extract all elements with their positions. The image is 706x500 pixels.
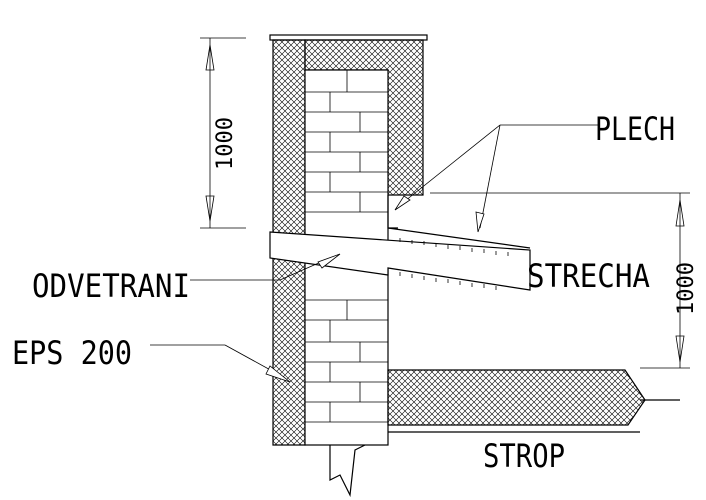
dimension-right-value: 1000	[674, 262, 699, 315]
leader-odvetrani	[190, 253, 341, 281]
label-plech: PLECH	[595, 110, 675, 148]
dimension-upper: 1000	[205, 38, 238, 228]
roof-tiles	[399, 238, 509, 290]
wall-cap	[269, 34, 428, 41]
label-odvetrani: ODVETRANI	[32, 267, 190, 305]
ceiling-slab	[387, 369, 646, 426]
dimension-right: 1000	[674, 193, 699, 368]
break-symbol	[329, 444, 366, 498]
dimension-upper-value: 1000	[213, 117, 238, 170]
roof-slab	[269, 231, 531, 291]
label-strecha: STRECHA	[527, 257, 650, 295]
label-eps: EPS 200	[12, 334, 132, 372]
leader-eps	[150, 344, 291, 383]
flashing	[387, 195, 398, 229]
label-strop: STROP	[483, 437, 565, 475]
leader-plech	[394, 124, 600, 233]
